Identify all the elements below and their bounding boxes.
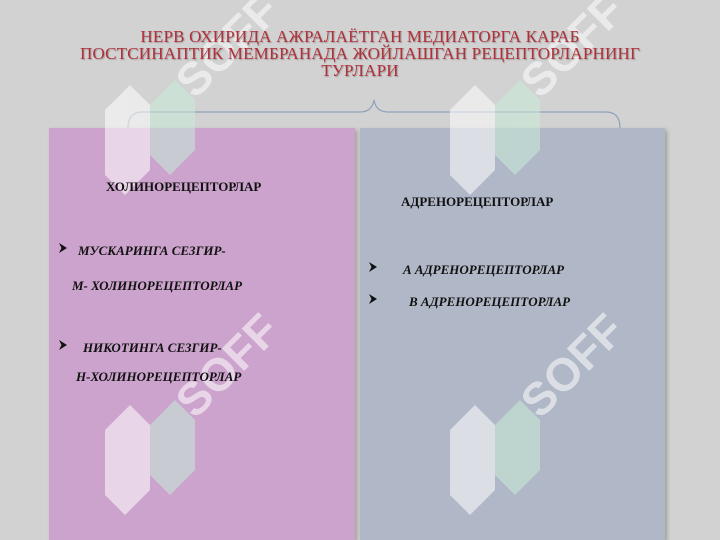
- title-line-3: ТУРЛАРИ: [321, 61, 399, 80]
- cholinoreceptors-heading: ХОЛИНОРЕЦЕПТОРЛАР: [106, 179, 262, 194]
- arrowhead-bullet-icon: [59, 340, 67, 350]
- adrenoreceptors-heading: АДРЕНОРЕЦЕПТОРЛАР: [401, 194, 554, 209]
- nicotinic-line-2: Н-ХОЛИНОРЕЦЕПТОРЛАР: [76, 369, 242, 384]
- nicotinic-line-1: НИКОТИНГА СЕЗГИР-: [83, 340, 222, 355]
- muscarinic-line-1: МУСКАРИНГА СЕЗГИР-: [78, 243, 226, 258]
- adrenoreceptors-panel: [360, 128, 665, 540]
- title-line-2: ПОСТСИНАПТИК МЕМБРАНАДА ЖОЙЛАШГАН РЕЦЕПТ…: [79, 44, 640, 63]
- curly-brace-icon: [127, 99, 621, 129]
- arrowhead-bullet-icon: [369, 262, 377, 272]
- muscarinic-line-2: М- ХОЛИНОРЕЦЕПТОРЛАР: [72, 278, 243, 293]
- arrowhead-bullet-icon: [369, 294, 377, 304]
- alpha-adrenoreceptors-item: А АДРЕНОРЕЦЕПТОРЛАР: [403, 262, 565, 277]
- beta-adrenoreceptors-item: В АДРЕНОРЕЦЕПТОРЛАР: [409, 294, 571, 309]
- arrowhead-bullet-icon: [59, 243, 67, 253]
- title-line-1: НЕРВ ОХИРИДА АЖРАЛАЁТГАН МЕДИАТОРГА КАРА…: [140, 27, 580, 46]
- cholinoreceptors-panel: [49, 128, 355, 540]
- slide-title: НЕРВ ОХИРИДА АЖРАЛАЁТГАН МЕДИАТОРГА КАРА…: [40, 28, 680, 79]
